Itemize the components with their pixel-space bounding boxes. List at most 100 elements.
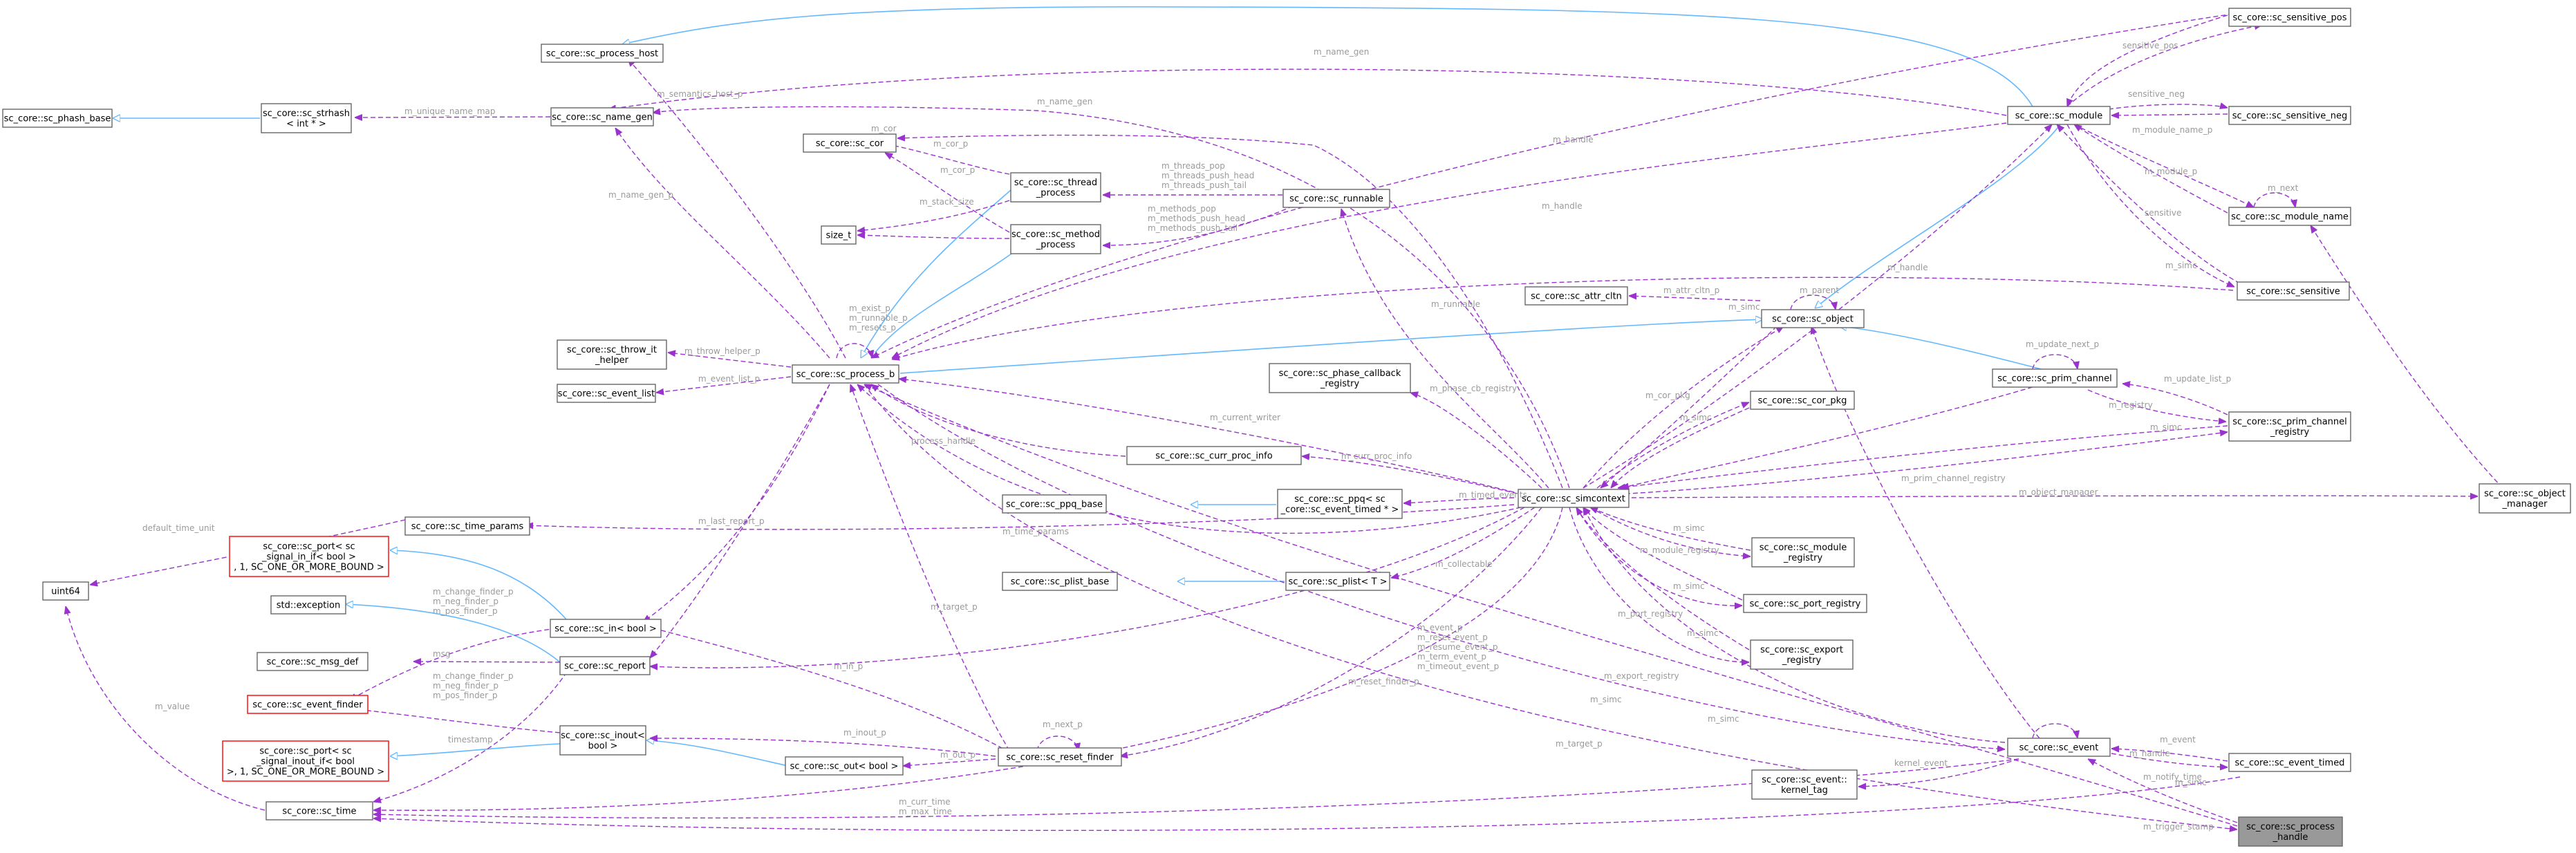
node-label: sc_core::sc_time: [282, 807, 356, 817]
node-label: _process: [1036, 240, 1076, 250]
sc-event-finder-node[interactable]: sc_core::sc_event_finder: [247, 695, 368, 714]
sc-cor-node[interactable]: sc_core::sc_cor: [803, 133, 897, 153]
node-label: sc_core::sc_report: [564, 662, 645, 672]
edge-use-simc-objmgr: [1631, 496, 2478, 498]
sc-attr-cltn-node[interactable]: sc_core::sc_attr_cltn: [1524, 286, 1628, 306]
node-label: _registry: [1320, 379, 1360, 389]
edge-label: m_port_registry: [1618, 609, 1683, 619]
node-label: sc_core::sc_object: [2484, 489, 2566, 499]
sc-module-name-node[interactable]: sc_core::sc_module_name: [2228, 207, 2351, 226]
node-label: sc_core::sc_port< sc: [259, 747, 351, 757]
node-label: sc_core::sc_simcontext: [1522, 494, 1625, 505]
edge-label: m_cor_pkg: [1645, 391, 1690, 400]
edge-label: m_name_gen: [1314, 47, 1369, 57]
sc-module-registry-node[interactable]: sc_core::sc_module_registry: [1751, 537, 1855, 568]
sc-module-node[interactable]: sc_core::sc_module: [2007, 106, 2111, 125]
std-exception-node[interactable]: std::exception: [270, 595, 346, 615]
edge-use-processb-report: [650, 384, 830, 658]
sc-inout-bool-node[interactable]: sc_core::sc_inout<bool >: [559, 725, 646, 756]
sc-object-node[interactable]: sc_core::sc_object: [1761, 309, 1865, 328]
sc-ppq-base-node[interactable]: sc_core::sc_ppq_base: [1002, 494, 1107, 514]
edge-inheritance-report-exception: [346, 604, 561, 663]
node-label: sc_core::sc_throw_it: [567, 345, 657, 355]
node-box: [792, 364, 899, 384]
sc-time-node[interactable]: sc_core::sc_time: [265, 801, 373, 821]
edge-label: m_name_gen_p: [608, 190, 673, 200]
sc-object-manager-node[interactable]: sc_core::sc_object_manager: [2479, 483, 2571, 514]
sc-cor-pkg-node[interactable]: sc_core::sc_cor_pkg: [1750, 391, 1855, 410]
node-box: [1750, 391, 1855, 410]
edge-label: m_event_list_p: [698, 374, 760, 384]
edge-use-runnable-method: [1103, 205, 1294, 245]
sc-name-gen-node[interactable]: sc_core::sc_name_gen: [550, 107, 654, 126]
sc-export-registry-node[interactable]: sc_core::sc_export_registry: [1750, 639, 1854, 670]
node-label: sc_core::sc_reset_finder: [1006, 753, 1114, 763]
node-box: [1743, 594, 1867, 613]
sc-event-list-node[interactable]: sc_core::sc_event_list: [557, 384, 656, 403]
sc-prim-channel-registry-node[interactable]: sc_core::sc_prim_channel_registry: [2228, 411, 2351, 442]
sc-simcontext-node[interactable]: sc_core::sc_simcontext: [1518, 489, 1630, 508]
sc-event-kernel-tag-node[interactable]: sc_core::sc_event::kernel_tag: [1751, 769, 1858, 800]
node-label: sc_core::sc_prim_channel: [1997, 374, 2112, 384]
sc-port-signal-in-node[interactable]: sc_core::sc_port< sc_signal_in_if< bool …: [229, 536, 389, 577]
edge-inheritance-module-object: [1815, 124, 2061, 308]
edge-use-sensitive-processb: [892, 276, 2234, 359]
sc-phash-base-node[interactable]: sc_core::sc_phash_base: [2, 109, 113, 128]
sc-sensitive-node[interactable]: sc_core::sc_sensitive: [2237, 281, 2350, 301]
sc-port-registry-node[interactable]: sc_core::sc_port_registry: [1743, 594, 1867, 613]
node-label: sc_core::sc_name_gen: [552, 113, 653, 123]
sc-strhash-node[interactable]: sc_core::sc_strhash< int * >: [261, 103, 352, 133]
sc-report-node[interactable]: sc_core::sc_report: [559, 656, 651, 675]
node-label: sc_core::sc_ppq_base: [1006, 500, 1103, 510]
sc-time-params-node[interactable]: sc_core::sc_time_params: [404, 516, 530, 536]
edge-use-processb-namegen: [615, 128, 830, 359]
sc-prim-channel-node[interactable]: sc_core::sc_prim_channel: [1992, 368, 2118, 388]
sc-sensitive-pos-node[interactable]: sc_core::sc_sensitive_pos: [2228, 8, 2351, 27]
edge-label: m_max_time: [899, 807, 952, 816]
edge-use-processb-in: [643, 384, 830, 622]
edge-use-simc-namegen: [653, 106, 1570, 489]
sc-in-bool-node[interactable]: sc_core::sc_in< bool >: [550, 619, 662, 638]
edge-use-simc-portregistry: [1576, 507, 1742, 606]
edge-label: m_simc: [1680, 413, 1712, 422]
edge-label: m_term_event_p: [1417, 652, 1486, 662]
sc-sensitive-neg-node[interactable]: sc_core::sc_sensitive_neg: [2228, 106, 2351, 125]
sc-reset-finder-node[interactable]: sc_core::sc_reset_finder: [998, 747, 1122, 767]
sc-process-b-node[interactable]: sc_core::sc_process_b: [792, 364, 899, 384]
sc-ppq-node[interactable]: sc_core::sc_ppq< sc_core::sc_event_timed…: [1277, 489, 1403, 519]
node-label: sc_core::sc_module: [1760, 543, 1847, 553]
edge-use-thread-size: [857, 200, 1010, 231]
edge-use-method-size: [857, 235, 1010, 239]
edge-use-namegen-strhash: [355, 117, 551, 118]
edge-label: m_neg_finder_p: [433, 681, 498, 691]
edge-use-event-kerneltag: [1858, 758, 2019, 787]
edge-use-simc-runnable: [1341, 209, 1549, 489]
edge-label: m_unique_name_map: [404, 106, 496, 116]
node-label: sc_core::sc_sensitive_pos: [2232, 13, 2346, 24]
uint64-node[interactable]: uint64: [42, 581, 89, 601]
sc-event-timed-node[interactable]: sc_core::sc_event_timed: [2228, 753, 2351, 772]
sc-runnable-node[interactable]: sc_core::sc_runnable: [1282, 189, 1390, 208]
node-label: < int * >: [286, 119, 326, 129]
edge-label: m_exist_p: [849, 303, 890, 313]
sc-event-node[interactable]: sc_core::sc_event: [2007, 738, 2111, 757]
sc-throw-it-helper-node[interactable]: sc_core::sc_throw_it_helper: [557, 339, 667, 370]
sc-thread-process-node[interactable]: sc_core::sc_thread_process: [1010, 172, 1101, 203]
node-label: sc_core::sc_sensitive: [2246, 287, 2340, 297]
size-t-node[interactable]: size_t: [821, 225, 857, 245]
sc-plist-node[interactable]: sc_core::sc_plist< T >: [1285, 572, 1390, 591]
sc-process-handle-node[interactable]: sc_core::sc_process_handle: [2238, 816, 2343, 847]
sc-msg-def-node[interactable]: sc_core::sc_msg_def: [256, 652, 368, 671]
sc-curr-proc-info-node[interactable]: sc_core::sc_curr_proc_info: [1126, 446, 1302, 465]
sc-method-process-node[interactable]: sc_core::sc_method_process: [1010, 224, 1101, 254]
edge-label: m_reset_finder_p: [1348, 677, 1419, 686]
sc-out-bool-node[interactable]: sc_core::sc_out< bool >: [785, 756, 904, 776]
sc-phase-callback-registry-node[interactable]: sc_core::sc_phase_callback_registry: [1269, 363, 1411, 393]
edge-use-simc-report: [650, 507, 1525, 668]
node-label: sc_core::sc_module_name: [2231, 212, 2349, 223]
edge-use-event-time: [373, 758, 2019, 819]
sc-port-signal-inout-node[interactable]: sc_core::sc_port< sc_signal_inout_if< bo…: [222, 740, 389, 782]
node-label: _registry: [2270, 427, 2310, 438]
sc-plist-base-node[interactable]: sc_core::sc_plist_base: [1002, 572, 1118, 591]
sc-process-host-node[interactable]: sc_core::sc_process_host: [541, 44, 664, 63]
